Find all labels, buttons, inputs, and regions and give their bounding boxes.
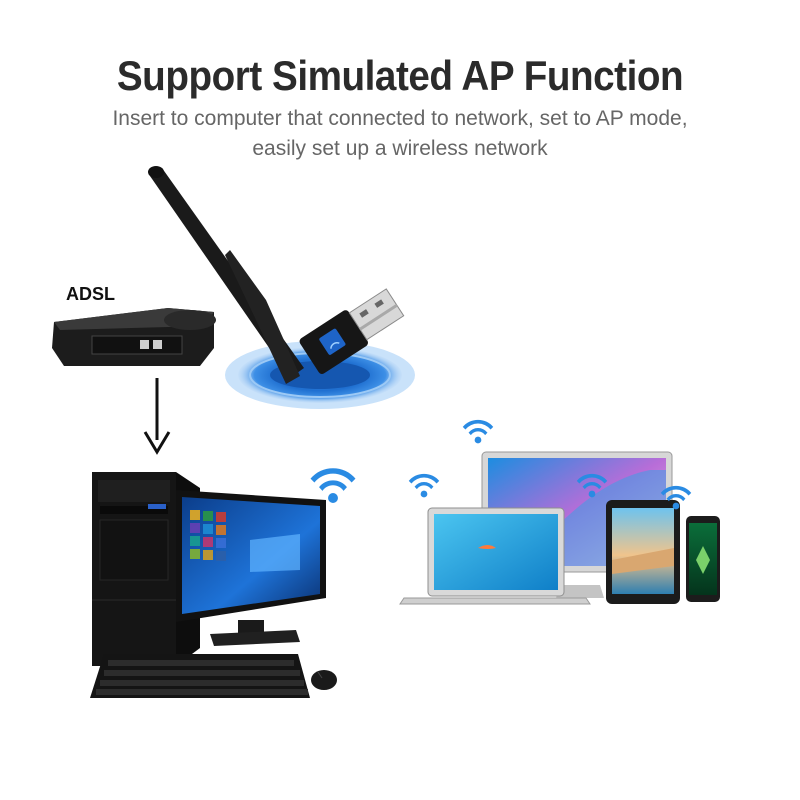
page-title: Support Simulated AP Function	[116, 52, 684, 99]
adsl-modem	[52, 308, 216, 366]
mouse	[311, 670, 337, 690]
pc-tower	[92, 472, 200, 666]
antenna	[148, 166, 304, 384]
usb-plug-icon	[348, 288, 405, 341]
laptop	[399, 507, 591, 605]
keyboard	[90, 654, 310, 698]
tablet	[606, 500, 680, 604]
wifi-icon	[310, 468, 356, 503]
windows-tiles	[190, 510, 226, 561]
usb-wifi-adapter	[148, 166, 405, 384]
adsl-label: ADSL	[66, 284, 115, 304]
wifi-icon	[408, 473, 440, 498]
subtitle-line-2: easily set up a wireless network	[252, 137, 548, 160]
pc-monitor	[176, 490, 326, 646]
wifi-icon	[462, 419, 494, 444]
page-subtitle: Insert to computer that connected to net…	[0, 104, 800, 164]
led-window	[319, 328, 346, 355]
subtitle-line-1: Insert to computer that connected to net…	[112, 107, 688, 130]
smartphone	[686, 516, 720, 602]
arrow-down-icon	[143, 378, 171, 455]
